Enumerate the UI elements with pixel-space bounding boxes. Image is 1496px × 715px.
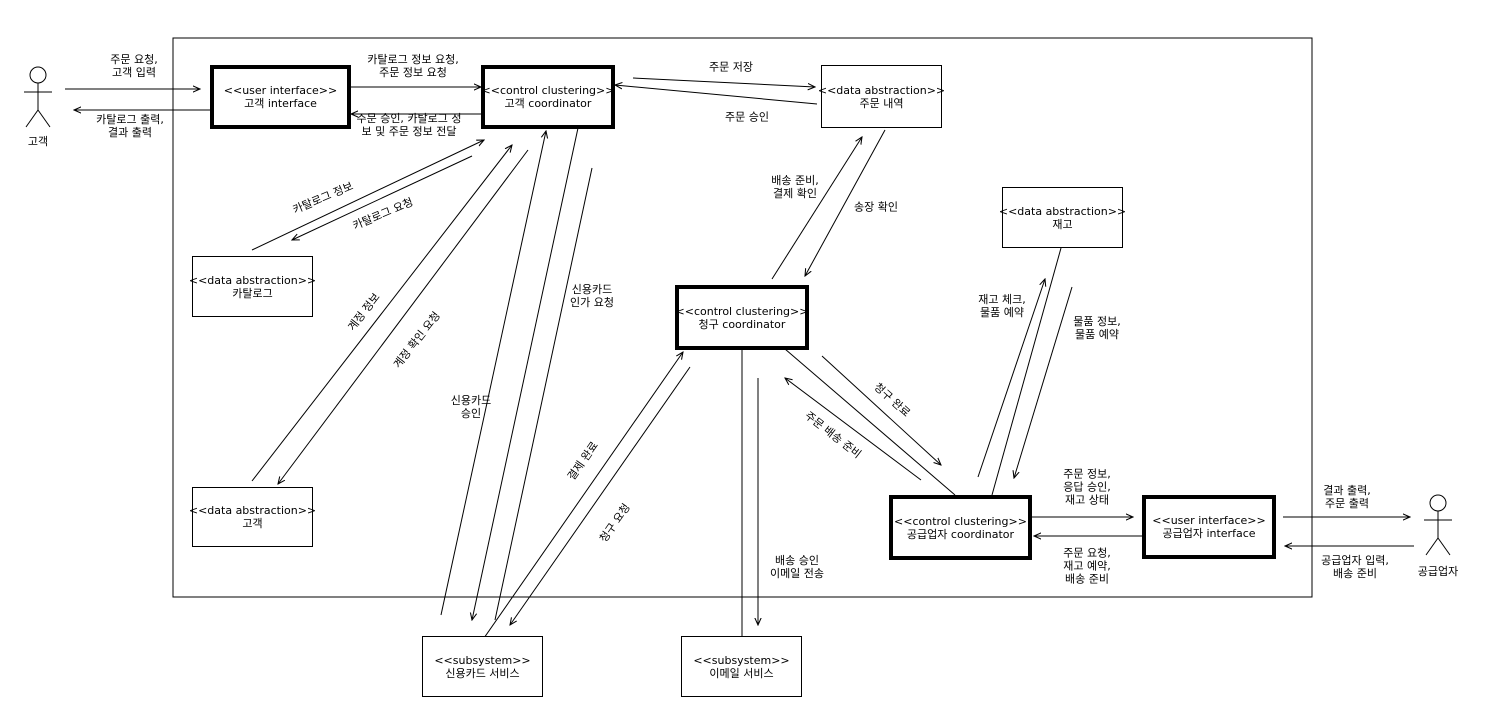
- label-save-order: 주문 저장: [709, 60, 753, 74]
- stereotype: <<user interface>>: [223, 84, 338, 97]
- supplier-interface-box[interactable]: <<user interface>> 공급업자 interface: [1142, 495, 1276, 559]
- arrow-order-ship-prep: [785, 378, 922, 481]
- arrow-card-auth-request: [472, 127, 579, 620]
- label-card-approval: 신용카드 승인: [450, 394, 492, 420]
- arrow-shipping-prep: [771, 137, 862, 280]
- node-name: 공급업자 coordinator: [906, 527, 1015, 541]
- arrow-account-info: [251, 145, 512, 482]
- supplier-actor-label: 공급업자: [1417, 565, 1459, 578]
- node-name: 고객: [242, 517, 263, 530]
- credit-card-service-box[interactable]: <<subsystem>> 신용카드 서비스: [422, 636, 543, 697]
- node-name: 신용카드 서비스: [445, 666, 520, 680]
- label-shipping-prep: 배송 준비, 결제 확인: [771, 174, 819, 200]
- stereotype: <<data abstraction>>: [817, 83, 946, 97]
- arrow-payment-done: [483, 352, 683, 639]
- billing-coordinator-box[interactable]: <<control clustering>> 청구 coordinator: [675, 285, 809, 350]
- node-name: 주문 내역: [859, 96, 904, 110]
- label-ship-approval-email: 배송 승인 이메일 전송: [769, 554, 825, 580]
- label-card-auth-request: 신용카드 인가 요청: [570, 283, 614, 309]
- arrow-billing-request: [510, 366, 691, 625]
- node-name: 재고: [1052, 217, 1073, 231]
- label-order-req-reserve: 주문 요청, 재고 예약, 배송 준비: [1063, 546, 1111, 586]
- customer-coordinator-box[interactable]: <<control clustering>> 고객 coordinator: [481, 65, 615, 129]
- stereotype: <<data abstraction>>: [188, 273, 317, 287]
- arrow-account-check: [278, 149, 529, 484]
- label-order-request: 주문 요청, 고객 입력: [110, 53, 158, 79]
- arrow-invoice-check: [805, 129, 886, 276]
- customer-actor-icon: [24, 66, 52, 128]
- stereotype: <<data abstraction>>: [188, 504, 317, 517]
- label-catalog-info-request: 카탈로그 정보 요청, 주문 정보 요청: [367, 53, 459, 79]
- arrow-catalog-request: [292, 155, 473, 240]
- arrow-card-approval: [440, 131, 546, 616]
- label-item-info: 물품 정보, 물품 예약: [1073, 315, 1121, 341]
- inventory-box[interactable]: <<data abstraction>> 재고: [998, 187, 1127, 248]
- supplier-coordinator-box[interactable]: <<control clustering>> 공급업자 coordinator: [889, 495, 1032, 560]
- supplier-actor-icon: [1424, 494, 1452, 556]
- stereotype: <<subsystem>>: [693, 653, 790, 667]
- label-invoice-check: 송장 확인: [854, 200, 898, 214]
- connectors: [65, 77, 1414, 639]
- order-history-box[interactable]: <<data abstraction>> 주문 내역: [817, 65, 946, 128]
- stereotype: <<control clustering>>: [894, 514, 1027, 528]
- customer-actor-label: 고객: [27, 135, 49, 148]
- stereotype: <<data abstraction>>: [998, 204, 1127, 218]
- node-name: 이메일 서비스: [709, 666, 774, 680]
- arrow-billing-done: [821, 355, 941, 465]
- arrow-order-approval: [615, 85, 818, 105]
- arrow-save-order: [632, 77, 815, 87]
- node-name: 고객 interface: [244, 97, 317, 110]
- label-stock-check: 재고 체크, 물품 예약: [978, 293, 1026, 319]
- customer-interface-box[interactable]: <<user interface>> 고객 interface: [210, 65, 351, 129]
- stereotype: <<control clustering>>: [481, 84, 615, 97]
- label-catalog-output: 카탈로그 출력, 결과 출력: [96, 113, 164, 139]
- label-result-output: 결과 출력, 주문 출력: [1323, 484, 1371, 510]
- arrow-item-info: [1014, 286, 1073, 478]
- email-service-box[interactable]: <<subsystem>> 이메일 서비스: [681, 636, 802, 697]
- stereotype: <<control clustering>>: [675, 304, 809, 318]
- node-name: 고객 coordinator: [504, 97, 592, 110]
- stereotype: <<user interface>>: [1152, 514, 1266, 527]
- label-supplier-input: 공급업자 입력, 배송 준비: [1321, 554, 1389, 580]
- node-name: 청구 coordinator: [698, 317, 786, 331]
- label-order-approval: 주문 승인: [725, 110, 769, 124]
- arrow-catalog-info: [251, 140, 484, 251]
- node-name: 공급업자 interface: [1162, 527, 1256, 540]
- node-name: 카탈로그: [232, 286, 273, 300]
- catalog-box[interactable]: <<data abstraction>> 카탈로그: [188, 256, 317, 317]
- stereotype: <<subsystem>>: [434, 653, 531, 667]
- label-order-approval-info: 주문 승인, 카탈로그 정 보 및 주문 정보 전달: [356, 112, 462, 138]
- customer-data-box[interactable]: <<data abstraction>> 고객: [188, 487, 317, 547]
- arrow-stock-check: [977, 279, 1045, 478]
- label-order-info-status: 주문 정보, 응답 승인, 재고 상태: [1063, 467, 1111, 507]
